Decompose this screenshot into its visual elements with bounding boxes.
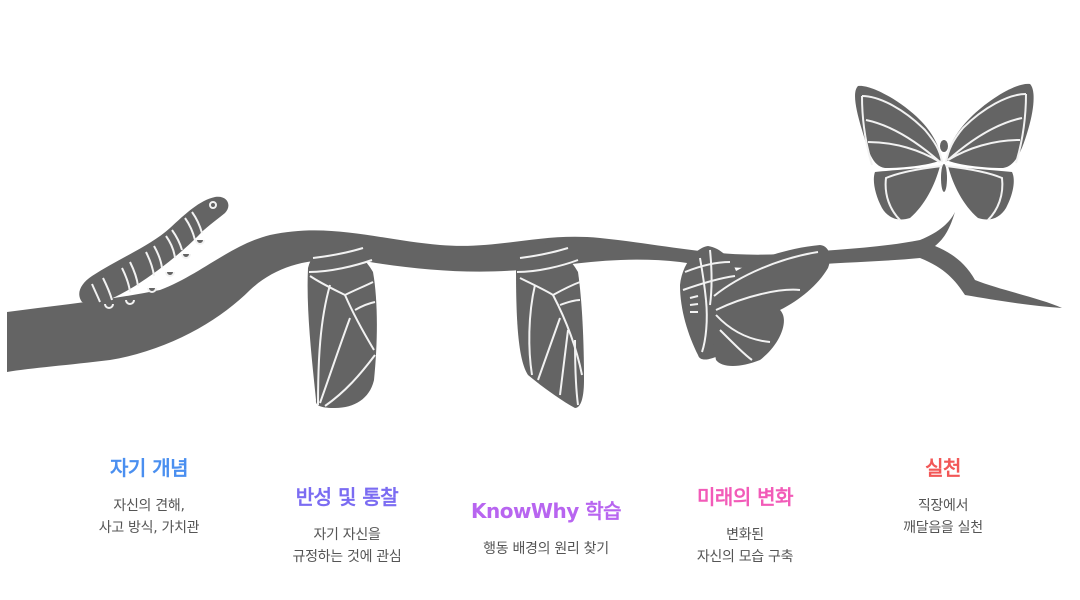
stage-description-line: 자신의 모습 구축	[696, 549, 794, 565]
stage-description-line: 행동 배경의 원리 찾기	[483, 541, 609, 557]
metamorphosis-illustration	[7, 83, 1062, 408]
stage-title: 자기 개념	[109, 456, 189, 480]
stage-title: 실천	[925, 456, 961, 480]
stage-self-concept: 자기 개념 자신의 견해, 사고 방식, 가치관	[49, 455, 249, 539]
stage-description-line: 깨달음을 실천	[903, 520, 983, 536]
stage-description-line: 사고 방식, 가치관	[98, 520, 200, 536]
stage-title: KnowWhy 학습	[470, 499, 622, 523]
stage-description: 행동 배경의 원리 찾기	[446, 538, 646, 560]
stage-future-change: 미래의 변화 변화된 자신의 모습 구축	[645, 484, 845, 568]
stage-description: 자기 자신을 규정하는 것에 관심	[247, 524, 447, 568]
stage-practice: 실천 직장에서 깨달음을 실천	[843, 455, 1043, 539]
chrysalis-icon	[516, 242, 584, 408]
stage-description: 자신의 견해, 사고 방식, 가치관	[49, 495, 249, 539]
stage-knowwhy-learning: KnowWhy 학습 행동 배경의 원리 찾기	[446, 498, 646, 560]
stage-description: 변화된 자신의 모습 구축	[645, 524, 845, 568]
chrysalis-icon	[307, 240, 377, 408]
stage-description: 직장에서 깨달음을 실천	[843, 495, 1043, 539]
stage-description-line: 규정하는 것에 관심	[292, 549, 402, 565]
branch-icon	[7, 212, 1062, 372]
stage-description-line: 직장에서	[917, 498, 969, 514]
emerging-butterfly-icon	[680, 245, 830, 366]
stage-description-line: 자기 자신을	[313, 527, 381, 543]
stage-title: 반성 및 통찰	[295, 485, 399, 509]
caterpillar-icon	[79, 196, 229, 309]
stage-description-line: 변화된	[726, 527, 764, 543]
butterfly-icon	[855, 83, 1034, 221]
stage-title: 미래의 변화	[697, 485, 793, 509]
stage-reflection-insight: 반성 및 통찰 자기 자신을 규정하는 것에 관심	[247, 484, 447, 568]
stage-description-line: 자신의 견해,	[113, 498, 185, 514]
